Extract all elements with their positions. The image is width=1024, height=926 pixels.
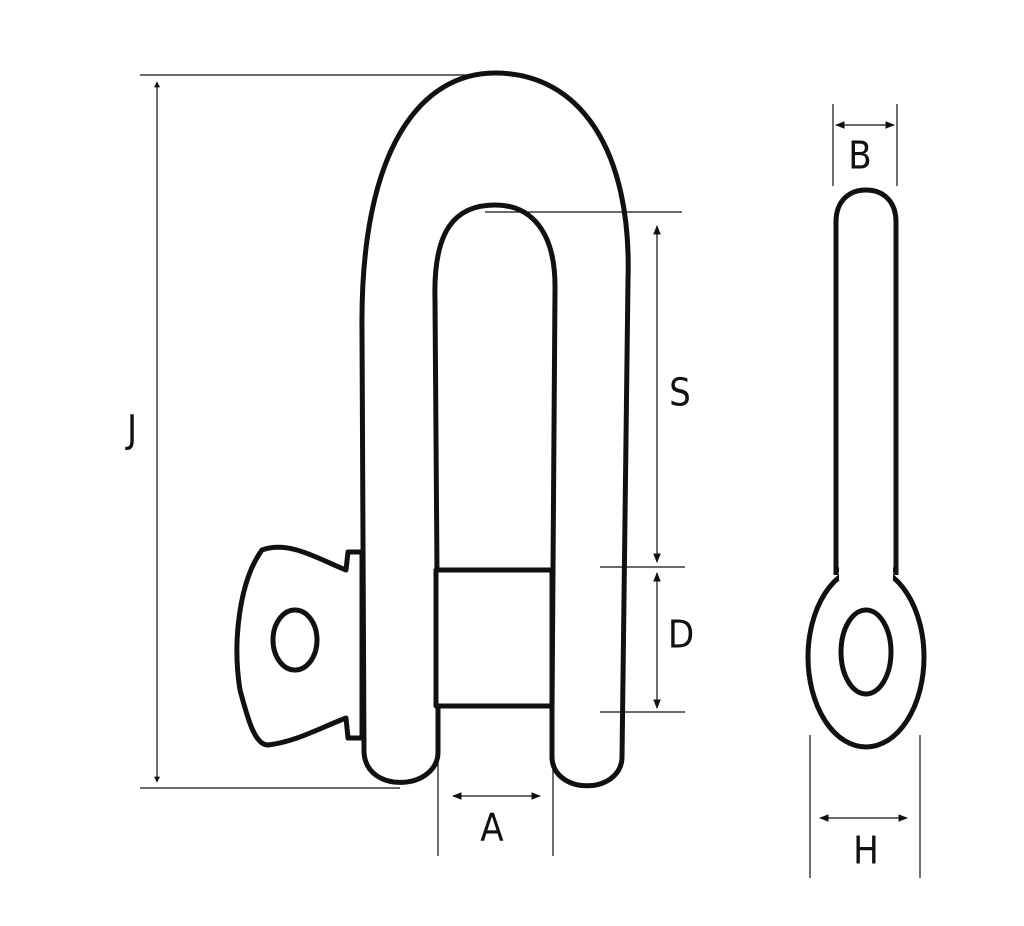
dimension-b: B (832, 104, 898, 186)
pin-head (234, 544, 365, 748)
shackle-side-view (805, 187, 927, 750)
label-b: B (848, 134, 871, 178)
dimension-a: A (437, 720, 554, 856)
dimension-h: H (809, 735, 921, 878)
label-a: A (480, 806, 504, 850)
label-h: H (853, 829, 879, 873)
label-j: J (125, 408, 137, 452)
shackle-body (359, 70, 631, 789)
pin-sleeve (433, 567, 555, 709)
label-d: D (668, 613, 694, 657)
dimension-j: J (125, 74, 475, 789)
pin-hole (270, 607, 320, 673)
label-s: S (669, 371, 691, 415)
dimension-d: D (600, 566, 694, 713)
dimension-s: S (485, 211, 691, 563)
side-hole (838, 607, 894, 697)
